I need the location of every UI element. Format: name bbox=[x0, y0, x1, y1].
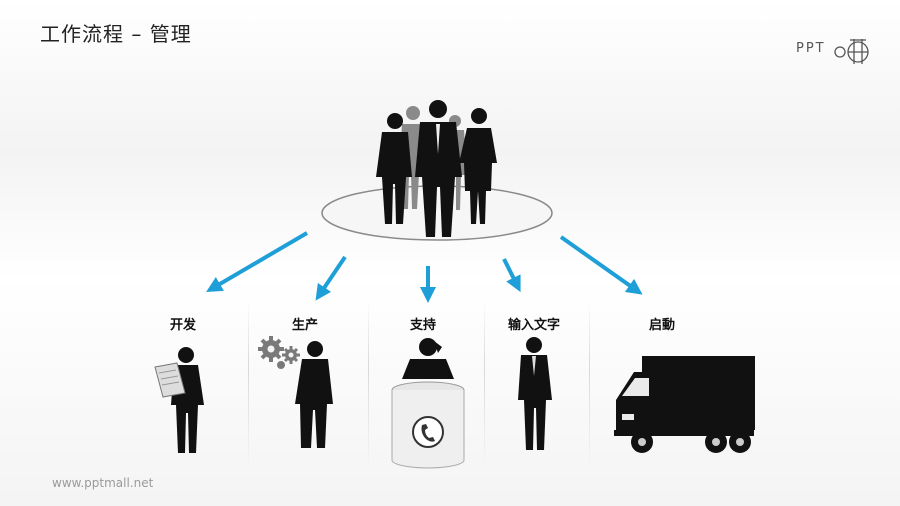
step-label-support: 支持 bbox=[409, 318, 436, 333]
column-divider bbox=[368, 300, 369, 470]
step-label-production: 生产 bbox=[291, 318, 318, 333]
flow-arrows bbox=[206, 231, 643, 303]
column-divider bbox=[248, 300, 249, 470]
page-title: 工作流程 – 管理 bbox=[40, 22, 192, 46]
footer-url: www.pptmall.net bbox=[52, 476, 154, 490]
step-label-develop: 开发 bbox=[169, 318, 196, 333]
step-label-launch: 启動 bbox=[648, 318, 675, 333]
team-platform bbox=[321, 185, 553, 241]
arrow-to-step-5 bbox=[559, 235, 643, 295]
column-divider bbox=[484, 300, 485, 470]
column-divider bbox=[589, 300, 590, 470]
arrow-to-step-1 bbox=[206, 231, 309, 293]
arrow-to-step-4 bbox=[502, 258, 521, 293]
businessman-icon bbox=[518, 337, 552, 450]
management-team-icon bbox=[376, 100, 497, 237]
woman-on-phone-icon bbox=[391, 338, 465, 469]
arrow-to-step-2 bbox=[315, 255, 347, 301]
logo-text: PPT bbox=[796, 41, 826, 56]
man-with-gears-icon bbox=[258, 336, 333, 448]
delivery-truck-icon bbox=[614, 356, 755, 453]
step-label-input-text: 输入文字 bbox=[507, 318, 560, 333]
man-reading-document-icon bbox=[154, 347, 204, 453]
brand-logo: PPT bbox=[796, 36, 876, 66]
logo-mark-icon bbox=[834, 39, 869, 64]
